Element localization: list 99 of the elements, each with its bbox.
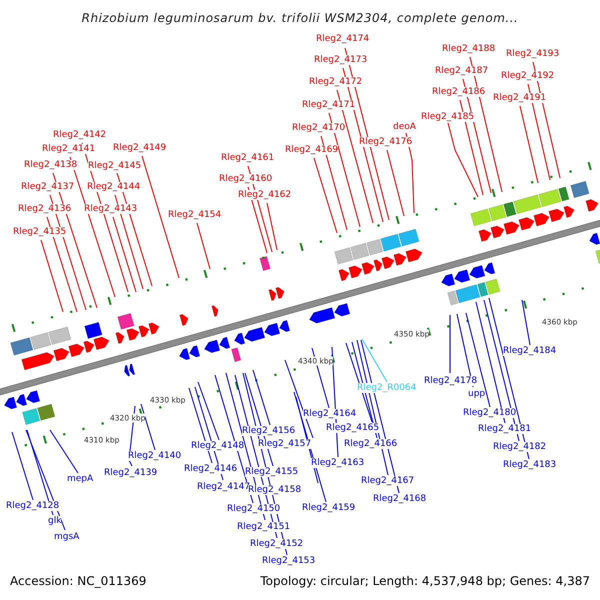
gene-label: Rleg2_4144 [87,182,140,192]
gene-label: Rleg2_4178 [424,376,478,386]
gene-label: Rleg2_4150 [227,504,280,514]
gene-label: Rleg2_4163 [311,458,364,468]
leader-line [448,122,478,198]
gene-label: mepA [67,474,94,484]
gene-label: Rleg2_4143 [84,204,138,214]
gene-label: Rleg2_R0064 [357,383,416,393]
gene-label: Rleg2_4142 [53,130,106,140]
accession-text: Accession: NC_011369 [10,574,146,588]
gene-label: Rleg2_4182 [493,442,546,452]
gene-label: Rleg2_4164 [303,409,356,419]
leader-line [460,100,484,196]
leader-line [528,84,550,180]
gene-label: Rleg2_4172 [309,77,362,87]
leader-line [52,172,98,308]
leader-line [114,194,144,290]
gene-label: Rleg2_4170 [292,123,346,133]
gene-label: Rleg2_4136 [18,204,72,214]
gene-label: Rleg2_4135 [13,227,66,237]
leader-line [46,216,78,312]
leader-line [40,240,64,312]
gene-label: Rleg2_4183 [503,460,556,470]
gene-label: Rleg2_4185 [421,112,474,122]
gene-label: Rleg2_4166 [344,439,398,449]
gene-label: Rleg2_4184 [503,346,556,356]
gene-label: Rleg2_4173 [314,55,368,65]
leader-line [196,222,210,270]
gene-label: Rleg2_4181 [478,424,532,434]
leader-line [140,404,156,450]
leader-line [522,300,530,346]
leader-line [284,360,314,438]
leader-line [12,432,34,500]
gene-label: Rleg2_4174 [316,34,370,44]
gene-label: Rleg2_4155 [245,467,298,477]
gene-label: Rleg2_4192 [501,71,554,81]
gene-label: Rleg2_4157 [258,439,312,449]
leader-line [142,156,180,278]
leader-line [252,370,270,426]
leader-line [328,112,360,228]
leader-line [466,312,490,408]
leader-line [484,300,520,442]
gene-label: Rleg2_4146 [184,464,238,474]
leader-line [26,430,66,530]
leader-line [406,132,414,214]
gene-label: Rleg2_4161 [221,153,274,163]
leader-line [346,342,372,422]
leader-line [456,314,474,388]
leader-line [320,136,348,230]
gene-label: Rleg2_4186 [432,87,486,97]
map-title: Rhizobium leguminosarum bv. trifolii WSM2304, complete genom... [80,11,520,25]
gene-label: Rleg2_4156 [242,426,296,436]
gene-label: Rleg2_4176 [359,137,412,147]
gene-label: Rleg2_4128 [6,501,60,511]
gene-label: Rleg2_4159 [302,503,356,513]
leader-line [112,216,136,292]
leader-line [26,430,54,516]
gene-label: glk [48,516,62,526]
leader-line [476,302,506,424]
leader-line [188,388,212,464]
gene-label: deoA [393,122,416,132]
gene-label: Rleg2_4149 [113,143,166,153]
gene-label: Rleg2_4158 [248,485,302,495]
gene-label: Rleg2_4162 [238,190,292,200]
gene-label: Rleg2_4153 [262,556,316,566]
gene-label: Rleg2_4191 [493,93,546,103]
leader-line [70,156,116,298]
gene-label: Rleg2_4167 [361,476,414,486]
leader-line [362,338,388,382]
gene-label: Rleg2_4188 [442,44,496,54]
gene-label: Rleg2_4151 [237,522,290,532]
gene-label: Rleg2_4145 [88,161,142,171]
gene-label: Rleg2_4180 [463,408,516,418]
gene-label: Rleg2_4160 [219,174,272,184]
leader-line [336,90,374,224]
gene-label: Rleg2_4138 [24,160,78,170]
gene-label: Rleg2_4154 [168,210,222,220]
leader-line [520,106,538,184]
gene-label: Rleg2_4169 [285,145,338,155]
gene-label: Rleg2_4137 [21,182,74,192]
gene-label: Rleg2_4141 [42,144,96,154]
gene-label: Rleg2_4139 [104,468,158,478]
gene-label: Rleg2_4187 [435,66,488,76]
leader-line [266,202,278,250]
leader-line [488,298,530,460]
leader-line [386,150,404,216]
gene-label: mgsA [54,532,80,542]
gene-label: Rleg2_4171 [302,100,356,110]
gene-label: upp [468,389,486,399]
leader-line [198,382,220,440]
gene-label: Rleg2_4148 [191,441,244,451]
gene-label: Rleg2_4165 [326,423,380,433]
gene-label: Rleg2_4193 [506,49,560,59]
gene-label: Rleg2_4140 [128,451,182,461]
leader-line [314,158,338,234]
gene-label: Rleg2_4152 [250,539,304,549]
genome-summary-text: Topology: circular; Length: 4,537,948 bp; Genes: 4,387 [260,574,590,588]
leader-line [50,430,78,474]
gene-label: Rleg2_4168 [373,494,426,504]
